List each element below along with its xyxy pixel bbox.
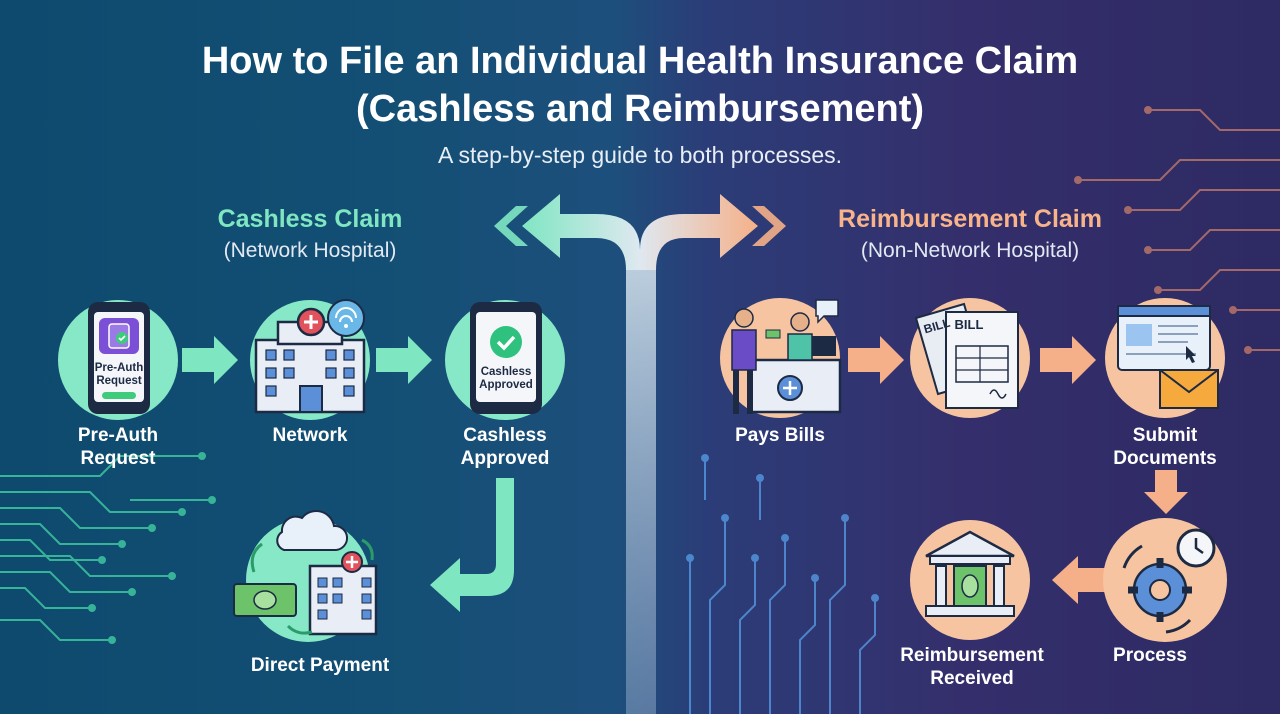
cashless-section-subtitle: (Network Hospital) [223,239,397,262]
bank-received-icon [910,520,1030,640]
pre-auth-phone-icon [58,300,178,420]
label-line1: Network [272,425,348,446]
reimbursement-section-subtitle: (Non-Network Hospital) [860,239,1080,262]
phone-text-line2: Request [96,375,142,387]
label-line1: Submit [1132,425,1198,446]
step-label-direct-payment: Direct Payment [220,654,420,677]
cashless-section-title: Cashless Claim [217,205,403,233]
phone-text-line2: Approved [479,379,533,391]
direct-payment-icon [233,510,378,642]
label-line2: Approved [460,448,550,469]
label-line1: Cashless [463,425,547,446]
label-line2: Request [80,448,156,469]
pays-bills-icon [720,298,842,418]
step-label-process: Process [1080,644,1220,667]
step-label-pays-bills: Pays Bills [710,424,850,447]
split-arrow [494,194,786,714]
reimbursement-section-title: Reimbursement Claim [838,205,1102,233]
page-subtitle: A step-by-step guide to both processes. [437,142,843,168]
circuit-lines-right-bottom [686,454,879,714]
label-line2: Received [930,668,1014,689]
step-label-pre-auth: Pre-Auth Request [48,424,188,470]
label-line1: Pays Bills [735,425,825,446]
page-title: How to File an Individual Health Insuran… [201,40,1079,82]
label-line1: Direct Payment [250,655,390,676]
step-label-reimbursement-received: Reimbursement Received [880,644,1064,690]
cashless-approved-phone-text: Cashless Approved [474,366,538,392]
label-line2: Documents [1113,448,1217,469]
pre-auth-phone-text: Pre-Auth Request [92,362,146,388]
label-line1: Pre-Auth [77,425,159,446]
circuit-lines-right-top [1074,106,1280,354]
reimbursement-arrows [848,336,1188,604]
bills-documents-icon [910,298,1030,418]
step-label-submit-documents: Submit Documents [1095,424,1235,470]
page-title-line2: (Cashless and Reimbursement) [355,88,925,130]
step-label-cashless-approved: Cashless Approved [435,424,575,470]
submit-documents-icon [1105,298,1225,418]
phone-text-line1: Pre-Auth [94,362,144,374]
step-label-network: Network [240,424,380,447]
process-gear-clock-icon [1103,518,1227,642]
bill-front-text: BILL [954,317,984,332]
circuit-lines-left [0,452,216,644]
network-hospital-icon [250,299,370,420]
phone-text-line1: Cashless [480,366,532,378]
cashless-arrows [182,336,514,612]
label-line1: Reimbursement [900,645,1044,666]
cashless-approved-phone-icon [445,300,565,420]
label-line1: Process [1113,645,1187,666]
